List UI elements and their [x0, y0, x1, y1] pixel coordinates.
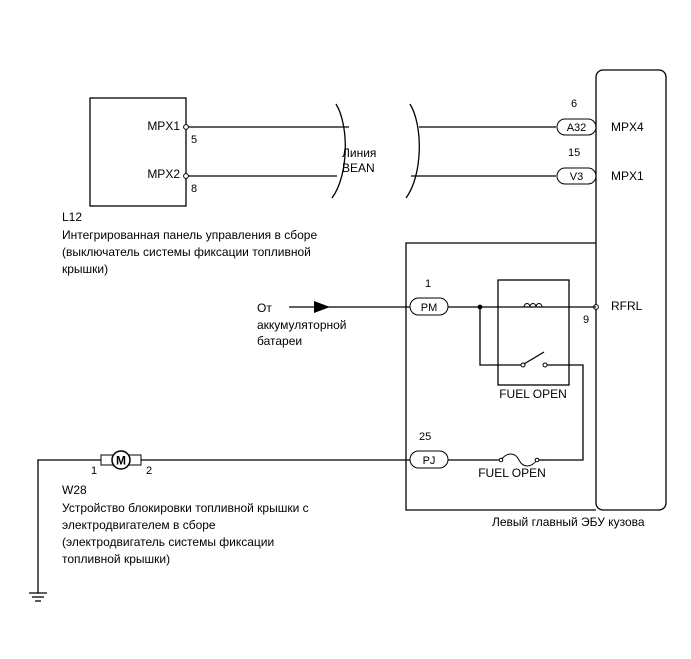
- fuel-lid-motor: M 1 2: [29, 450, 410, 602]
- rfrl-pin-num: 9: [583, 314, 589, 326]
- fuse-label: FUEL OPEN: [478, 466, 546, 480]
- bus-label-bean: BEAN: [342, 161, 375, 175]
- motor-wire-ground: [37, 459, 101, 593]
- motor-desc-2: электродвигателем в сборе: [62, 518, 216, 532]
- l12-pin-mpx2-num: 8: [191, 183, 197, 195]
- battery-label-2: аккумуляторной: [257, 318, 347, 332]
- l12-panel: MPX1 5 MPX2 8: [89, 97, 197, 207]
- fuel-open-relay: FUEL OPEN: [448, 279, 596, 461]
- motor-desc-3: (электродвигатель системы фиксации: [62, 535, 274, 549]
- motor-icon: [111, 450, 131, 470]
- relay-contact-right: [542, 362, 548, 368]
- relay-contact-wire-left: [479, 307, 522, 366]
- l12-desc-2: (выключатель системы фиксации топливной: [62, 245, 311, 259]
- l12-pin-mpx2-name: MPX2: [147, 167, 180, 181]
- fuse-icon: [500, 453, 538, 467]
- motor-code: W28: [62, 483, 87, 497]
- ecu-name: Левый главный ЭБУ кузова: [492, 515, 645, 529]
- connector-pm-label: PM: [421, 302, 438, 314]
- bus-break-left: [331, 103, 346, 199]
- l12-code: L12: [62, 210, 82, 224]
- relay-output-wire: [545, 364, 584, 461]
- terminal-rfrl: RFRL: [611, 299, 643, 313]
- pm-pin-num: 1: [425, 278, 431, 290]
- arrow-right-icon: [314, 301, 330, 313]
- l12-terminal-8: [183, 173, 189, 179]
- l12-desc-1: Интегрированная панель управления в сбор…: [62, 228, 317, 242]
- connector-pj-label: PJ: [423, 455, 436, 467]
- connector-a32-label: A32: [567, 122, 587, 134]
- bus-break-right: [405, 103, 420, 199]
- relay-box: [497, 279, 570, 386]
- bean-bus: Линия BEAN: [188, 103, 556, 199]
- motor-pin-left: 1: [91, 465, 97, 477]
- l12-terminal-5: [183, 124, 189, 130]
- battery-label-1: От: [257, 301, 272, 315]
- pj-pin-num: 25: [419, 431, 431, 443]
- body-ecu: 6 A32 MPX4 15 V3 MPX1 RFRL 9: [405, 69, 667, 511]
- l12-panel-box: [89, 97, 187, 207]
- terminal-mpx1: MPX1: [611, 169, 644, 183]
- connector-v3-label: V3: [570, 171, 583, 183]
- fuel-open-fuse: FUEL OPEN: [448, 453, 546, 480]
- relay-switch-blade: [523, 351, 545, 365]
- ecu-body: [595, 69, 667, 511]
- relay-label: FUEL OPEN: [499, 387, 567, 401]
- battery-label-3: батареи: [257, 334, 302, 348]
- connector-v3: [556, 167, 597, 185]
- terminal-mpx4: MPX4: [611, 120, 644, 134]
- motor-desc-4: топливной крышки): [62, 552, 170, 566]
- relay-coil-icon: [523, 303, 543, 308]
- bus-label-line: Линия: [342, 146, 376, 160]
- a32-pin-num: 6: [571, 98, 577, 110]
- connector-a32: [556, 118, 597, 136]
- ground-icon: [29, 592, 47, 602]
- fuse-terminal-left: [498, 457, 504, 463]
- l12-desc-3: крышки): [62, 262, 108, 276]
- ecu-internal-box: [405, 242, 596, 511]
- fuse-terminal-right: [534, 457, 540, 463]
- motor-desc-1: Устройство блокировки топливной крышки с: [62, 501, 309, 515]
- l12-pin-mpx1-name: MPX1: [147, 119, 180, 133]
- motor-pin-right: 2: [146, 465, 152, 477]
- battery-feed: От аккумуляторной батареи: [257, 301, 410, 348]
- l12-pin-mpx1-num: 5: [191, 134, 197, 146]
- v3-pin-num: 15: [568, 147, 580, 159]
- motor-symbol: M: [116, 454, 126, 468]
